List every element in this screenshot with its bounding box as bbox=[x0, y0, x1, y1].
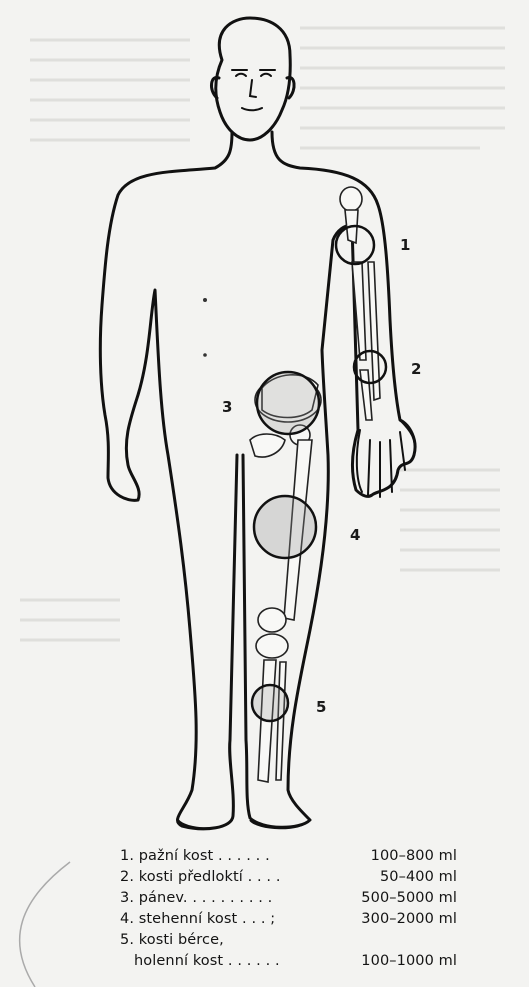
nipples bbox=[203, 298, 207, 357]
face-features bbox=[232, 70, 275, 110]
legend-row: 3. pánev. . . . . . . . . . 500–5000 ml bbox=[112, 888, 457, 909]
circle-lower-leg bbox=[252, 685, 288, 721]
circle-femur bbox=[254, 496, 316, 558]
legend-text: 2. kosti předloktí . . . . bbox=[120, 867, 281, 888]
arm-bones bbox=[340, 187, 380, 420]
marker-1: 1 bbox=[400, 236, 410, 254]
body-silhouette bbox=[100, 132, 237, 829]
legend-row: 2. kosti předloktí . . . . 50–400 ml bbox=[112, 867, 457, 888]
legend-row: 5. kosti bérce, holenní kost . . . . . .… bbox=[112, 930, 457, 951]
legend-text: 3. pánev. . . . . . . . . . bbox=[120, 888, 272, 909]
legend: 1. pažní kost . . . . . . 100–800 ml 2. … bbox=[112, 846, 457, 951]
legend-text: 4. stehenní kost . . . ; bbox=[120, 909, 275, 930]
marker-3: 3 bbox=[222, 398, 232, 416]
fibula bbox=[276, 662, 286, 780]
circle-pelvis bbox=[257, 372, 319, 434]
legend-value: 500–5000 ml bbox=[361, 888, 457, 909]
legend-text: 5. kosti bérce, bbox=[120, 930, 224, 951]
marker-4: 4 bbox=[350, 526, 360, 544]
legend-continuation-text: holenní kost . . . . . . bbox=[134, 951, 280, 972]
legend-row: 1. pažní kost . . . . . . 100–800 ml bbox=[112, 846, 457, 867]
marker-5: 5 bbox=[316, 698, 326, 716]
legend-value: 300–2000 ml bbox=[361, 909, 457, 930]
legend-value: 100–1000 ml bbox=[361, 951, 457, 972]
hand-right bbox=[357, 420, 415, 497]
feet bbox=[178, 820, 310, 828]
legend-row: 4. stehenní kost . . . ; 300–2000 ml bbox=[112, 909, 457, 930]
legend-value: 50–400 ml bbox=[380, 867, 457, 888]
legend-value: 100–800 ml bbox=[371, 846, 457, 867]
leg-bones bbox=[256, 440, 312, 782]
marker-2: 2 bbox=[411, 360, 421, 378]
circle-forearm bbox=[354, 351, 386, 383]
legend-text: 1. pažní kost . . . . . . bbox=[120, 846, 270, 867]
forearm-bone-2 bbox=[360, 370, 372, 420]
page-fold-curve bbox=[20, 862, 70, 987]
head-outline bbox=[216, 18, 291, 140]
